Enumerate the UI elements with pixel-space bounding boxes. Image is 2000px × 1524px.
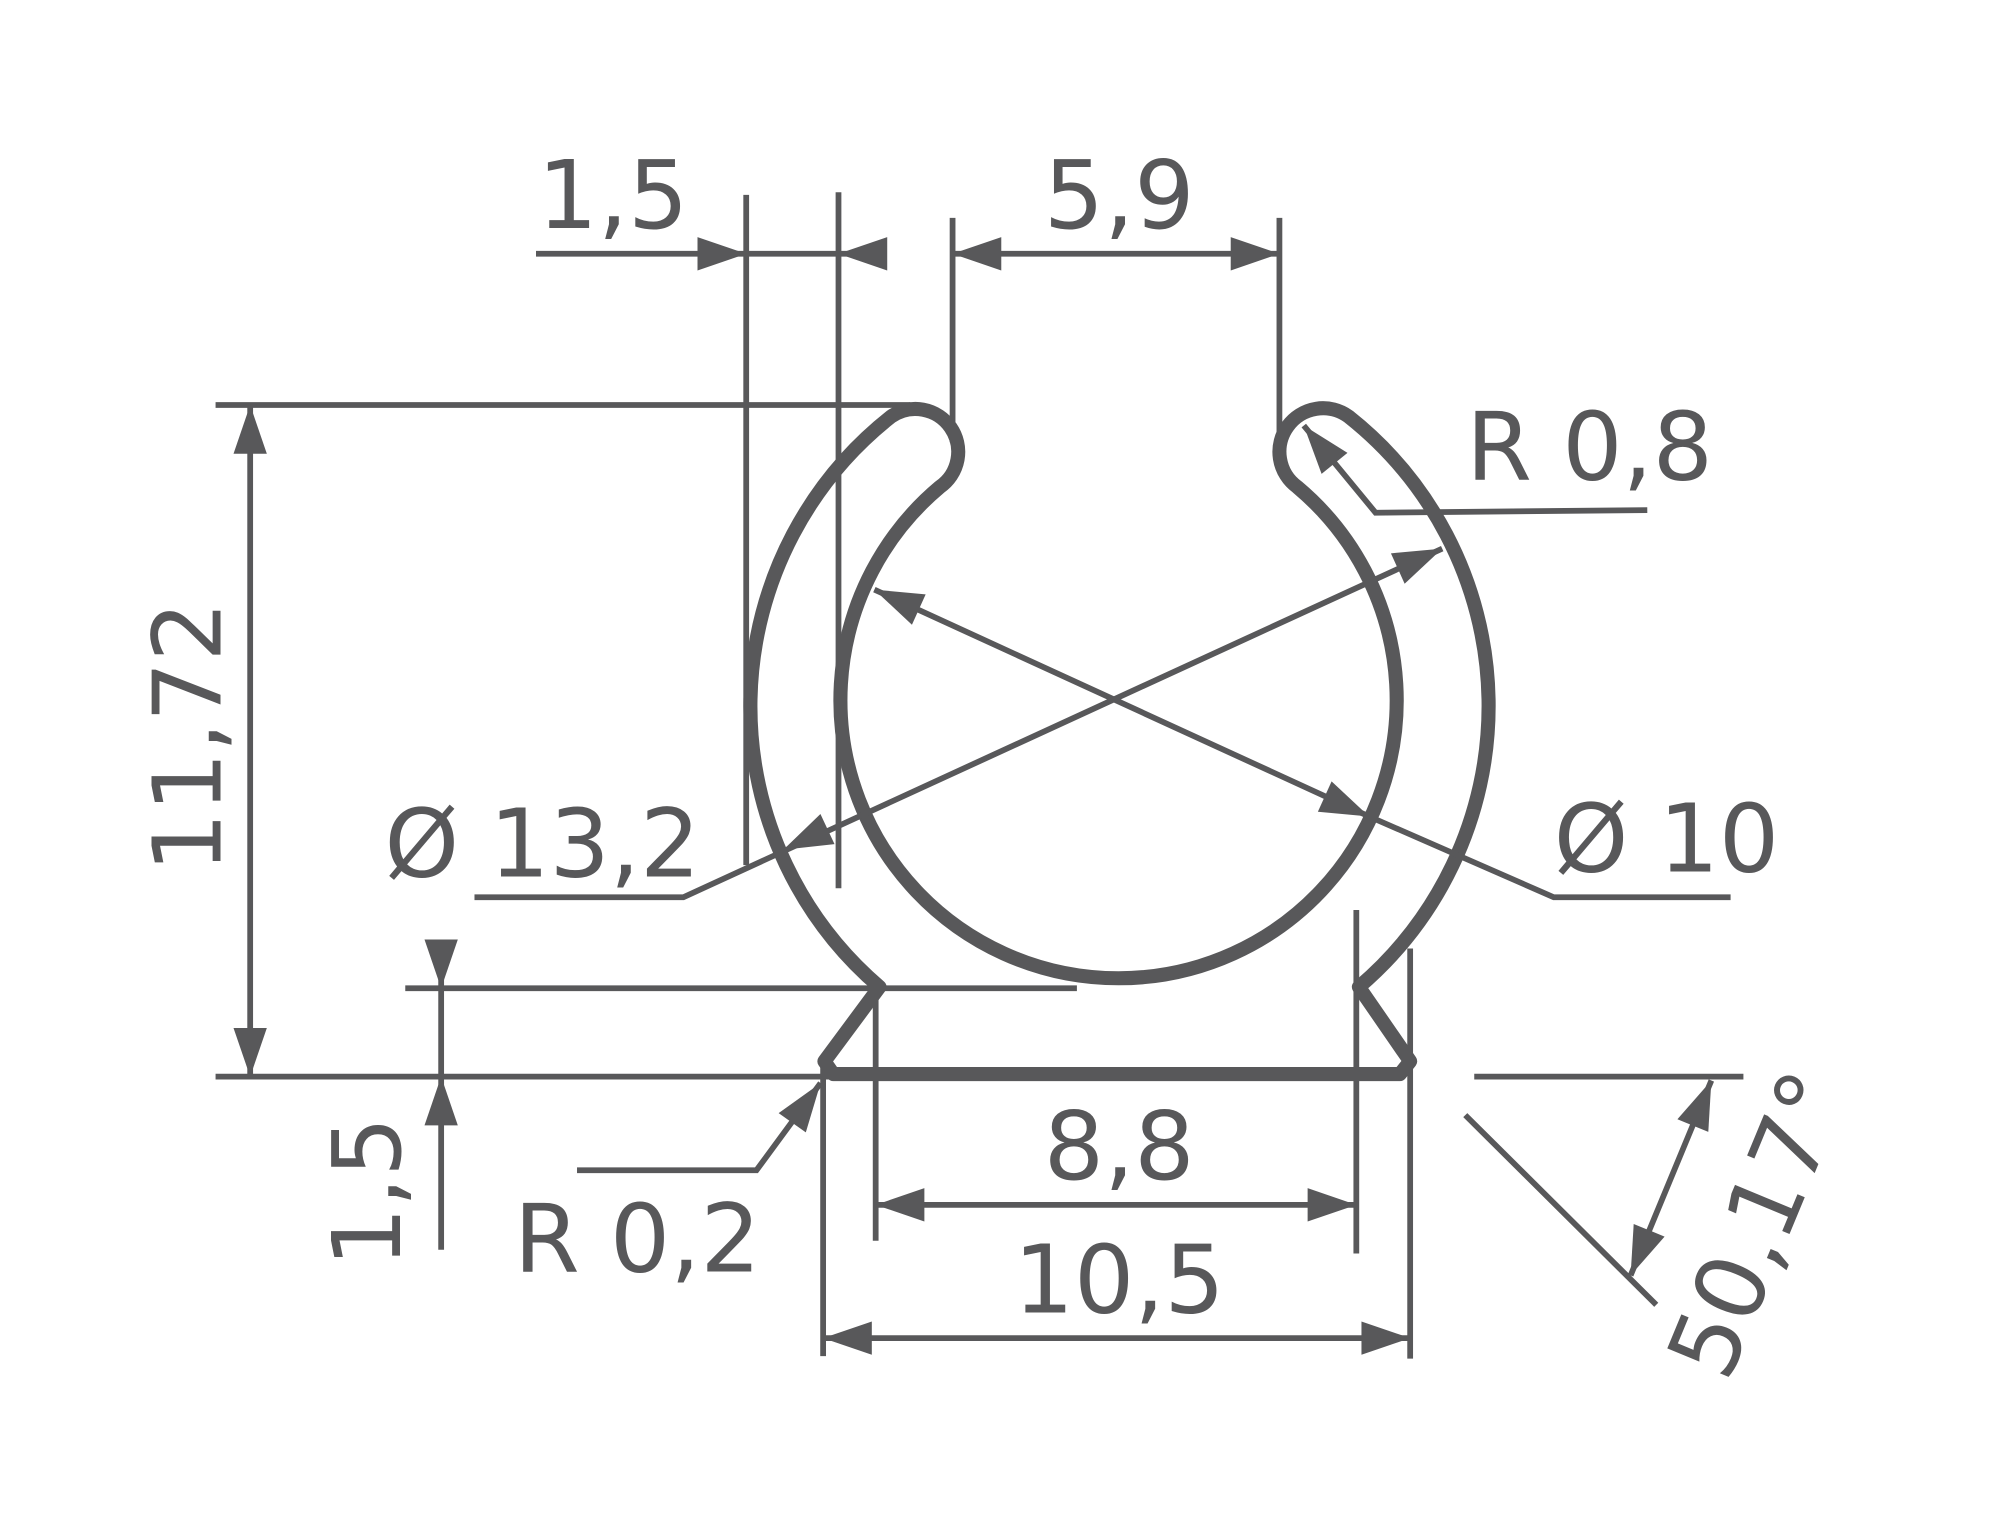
dim-bottom-thickness: 1,5 (313, 1117, 423, 1268)
dim-opening-width: 5,9 (1044, 141, 1195, 251)
arrowhead-icon (1630, 1223, 1665, 1276)
dimension-line (474, 545, 1444, 901)
dim-base-angle: 50,17° (1647, 1056, 1871, 1393)
arrowhead-icon (823, 1321, 872, 1355)
arrowhead-icon (1303, 425, 1348, 474)
dim-inner-diameter: Ø 10 (1554, 785, 1779, 895)
arrowhead-icon (838, 237, 888, 271)
arrowhead-icon (233, 1027, 267, 1077)
dim-outer-diameter: Ø 13,2 (384, 790, 700, 900)
ring-profile (743, 401, 1496, 1082)
arrowhead-icon (952, 237, 1002, 271)
dim-hook-radius: R 0,8 (1466, 392, 1713, 502)
arrowhead-icon (424, 1076, 458, 1126)
arrowhead-icon (1677, 1080, 1712, 1132)
dim-top-width-left: 1,5 (538, 141, 689, 251)
arrowhead-icon (697, 237, 747, 271)
arrowhead-icon (1361, 1321, 1411, 1355)
dimension-lines (215, 192, 1744, 1359)
arrowhead-icon (778, 1083, 821, 1133)
arrowhead-icon (233, 405, 267, 454)
arrowhead-icon (424, 939, 458, 989)
arrowhead-icon (875, 1188, 925, 1222)
dim-bottom-radius: R 0,2 (514, 1184, 761, 1294)
arrowhead-icon (1230, 237, 1280, 271)
dim-inner-base-width: 8,8 (1044, 1092, 1195, 1202)
dim-outer-base-width: 10,5 (1014, 1226, 1225, 1336)
arrowhead-icon (874, 589, 926, 625)
arrowheads (233, 237, 1712, 1355)
arrowhead-icon (1317, 781, 1370, 817)
arrowhead-icon (1307, 1188, 1357, 1222)
dimension-line (577, 1081, 823, 1174)
dim-total-height: 11,72 (134, 601, 244, 872)
arrowhead-icon (1390, 548, 1443, 584)
dimension-line (873, 586, 1731, 901)
arrowhead-icon (783, 814, 835, 850)
dimension-line (1463, 1113, 1659, 1307)
